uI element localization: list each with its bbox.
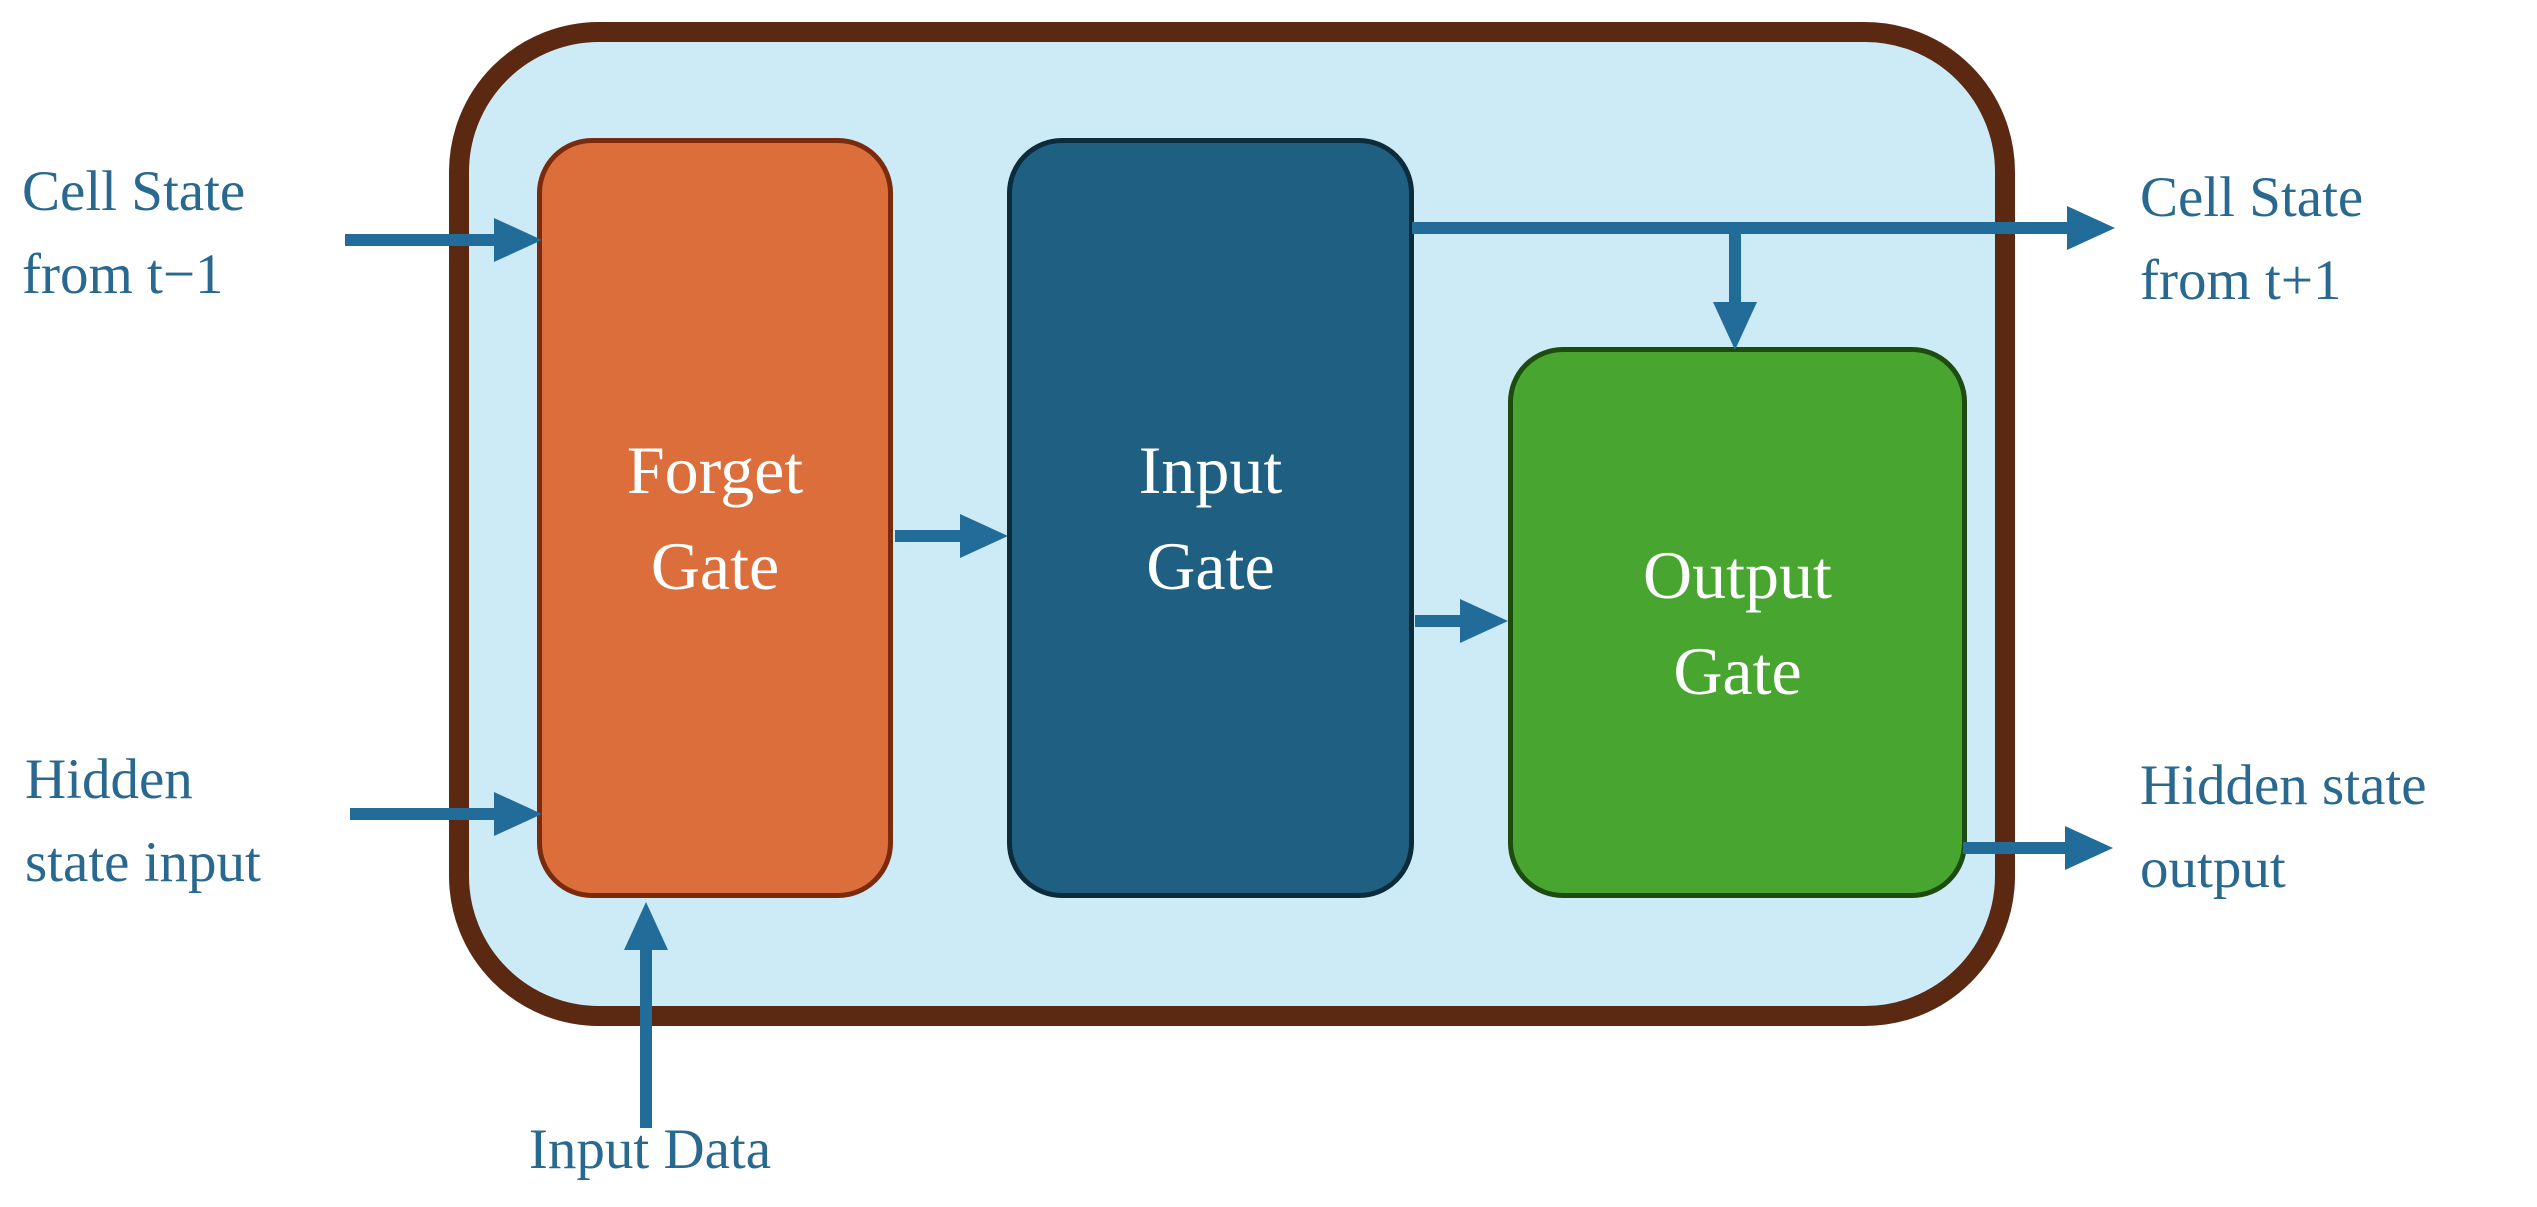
cell-state-out-label-line1: Cell State [2140,166,2364,229]
input-gate-box: Input Gate [1007,138,1414,898]
hidden-state-out-label: Hidden state output [2140,744,2427,910]
cell-state-out-label-line2: from t+1 [2140,249,2342,312]
input-data-label: Input Data [400,1108,900,1191]
input-data-label-text: Input Data [528,1118,772,1181]
output-gate-label-line1: Output [1643,536,1832,613]
forget-gate-label: Forget Gate [627,422,803,614]
cell-state-in-label-line2: from t−1 [22,243,224,306]
output-gate-label-line2: Gate [1673,632,1802,709]
hidden-state-in-label-line1: Hidden [25,748,193,811]
forget-gate-label-line1: Forget [626,432,804,508]
forget-gate-box: Forget Gate [537,138,893,898]
forget-gate-label-line2: Gate [650,528,780,604]
output-gate-box: Output Gate [1508,347,1967,898]
input-gate-label: Input Gate [1139,422,1283,614]
cell-state-in-label-line1: Cell State [22,160,246,223]
cell-state-out-label: Cell State from t+1 [2140,156,2363,322]
hidden-state-out-label-line1: Hidden state [2140,754,2427,817]
hidden-state-out-label-line2: output [2140,837,2286,900]
cell-state-in-label: Cell State from t−1 [22,150,245,316]
hidden-state-in-label-line2: state input [25,831,261,894]
output-gate-label: Output Gate [1643,527,1832,719]
hidden-state-in-label: Hidden state input [25,738,261,904]
input-gate-label-line1: Input [1138,432,1283,508]
input-gate-label-line2: Gate [1146,528,1275,604]
